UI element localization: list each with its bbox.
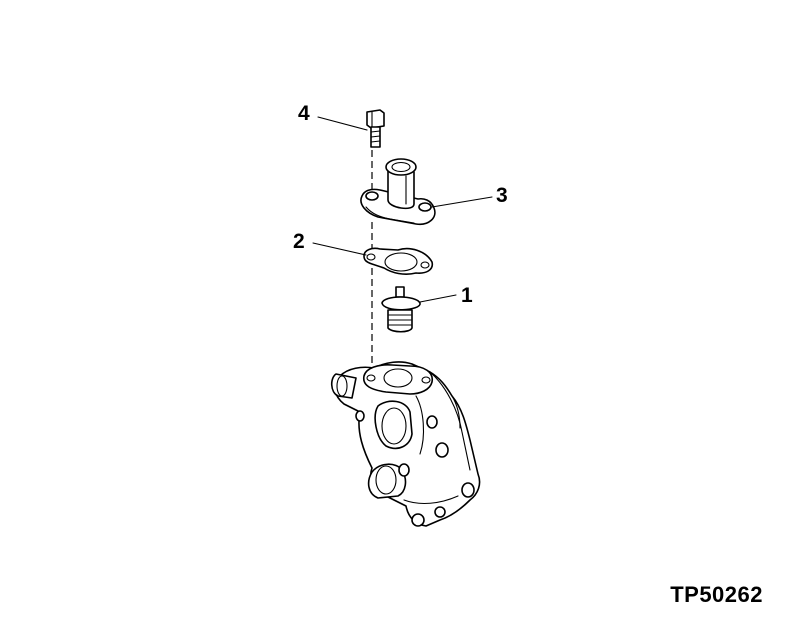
thermostat xyxy=(381,286,421,333)
leader-lines xyxy=(312,116,493,303)
gasket xyxy=(363,247,434,275)
callout-3: 3 xyxy=(496,184,508,207)
leader-4 xyxy=(317,116,368,131)
leader-3 xyxy=(431,196,493,208)
leader-1 xyxy=(419,294,457,303)
figure-id: TP50262 xyxy=(670,582,763,607)
thermostat-housing xyxy=(360,158,436,226)
leader-2 xyxy=(312,242,367,256)
cap-screw xyxy=(366,109,385,148)
water-pump-housing xyxy=(330,361,481,527)
callout-1: 1 xyxy=(461,284,473,307)
callout-2: 2 xyxy=(293,230,305,253)
callout-4: 4 xyxy=(298,102,310,125)
